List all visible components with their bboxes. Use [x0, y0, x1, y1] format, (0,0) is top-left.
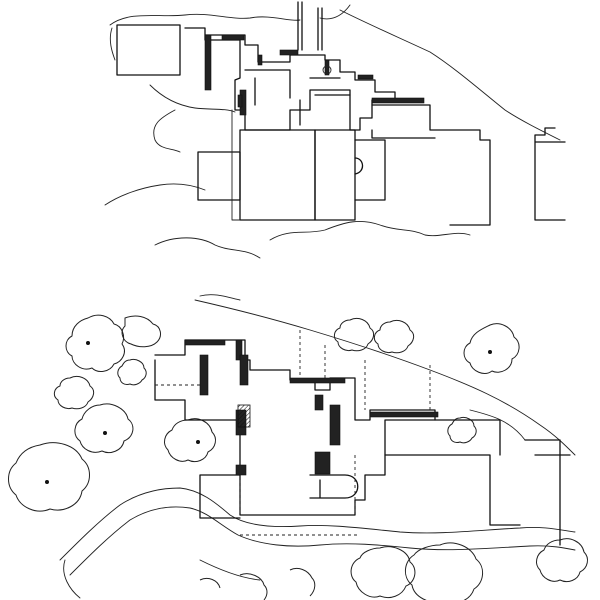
tree-9: [373, 319, 415, 354]
tree-10: [447, 417, 477, 444]
upper-stair-mark: [322, 65, 332, 75]
upper-contour-bottom: [104, 183, 471, 259]
lower-site-plan-sketch: [8, 294, 588, 600]
upper-terrace-right: [371, 104, 491, 226]
tree-14: [199, 567, 316, 600]
tree-5: [8, 442, 90, 512]
upper-contour-left: [109, 27, 236, 113]
tree-8: [333, 317, 375, 352]
lower-left-block: [154, 359, 241, 476]
tree-11: [405, 542, 483, 600]
tree-2: [463, 323, 520, 374]
upper-plan-sketch: [104, 1, 566, 259]
lower-main-mass: [154, 339, 436, 519]
lower-hatched-hearth: [237, 404, 251, 428]
lower-stair-curve: [309, 474, 359, 499]
lower-stream-edge: [63, 559, 261, 599]
upper-thick-walls: [204, 34, 425, 116]
tree-4-center: [196, 440, 200, 444]
tree-15: [121, 315, 161, 348]
tree-7: [117, 359, 147, 386]
upper-left-wall-line: [231, 109, 241, 221]
lower-dashed-lines: [155, 330, 431, 536]
upper-lower-room-right: [314, 129, 356, 221]
upper-lower-room-left: [239, 129, 316, 221]
tree-2-center: [488, 350, 492, 354]
tree-1: [65, 314, 125, 372]
upper-inner-walls: [244, 69, 351, 126]
tree-3: [74, 403, 134, 454]
upper-main-mass: [184, 27, 396, 131]
upper-contour-left-low: [153, 109, 181, 153]
tree-3-center: [103, 431, 107, 435]
lower-trees: [8, 314, 588, 600]
tree-12: [350, 546, 416, 599]
tree-13: [536, 538, 588, 583]
upper-tower: [297, 1, 323, 51]
upper-right-annex: [354, 139, 386, 201]
upper-far-right-fragment: [534, 127, 566, 221]
upper-left-room: [116, 24, 181, 76]
tree-1-center: [86, 341, 90, 345]
tree-4: [164, 418, 216, 463]
lower-stream-lower: [69, 506, 576, 576]
lower-right-terrace: [384, 419, 571, 546]
tree-5-center: [45, 480, 49, 484]
tree-6: [53, 375, 95, 410]
lower-contour-slope: [194, 299, 576, 456]
lower-stream-upper: [59, 487, 576, 561]
upper-contour-top: [109, 4, 561, 141]
upper-side-room: [197, 151, 241, 201]
